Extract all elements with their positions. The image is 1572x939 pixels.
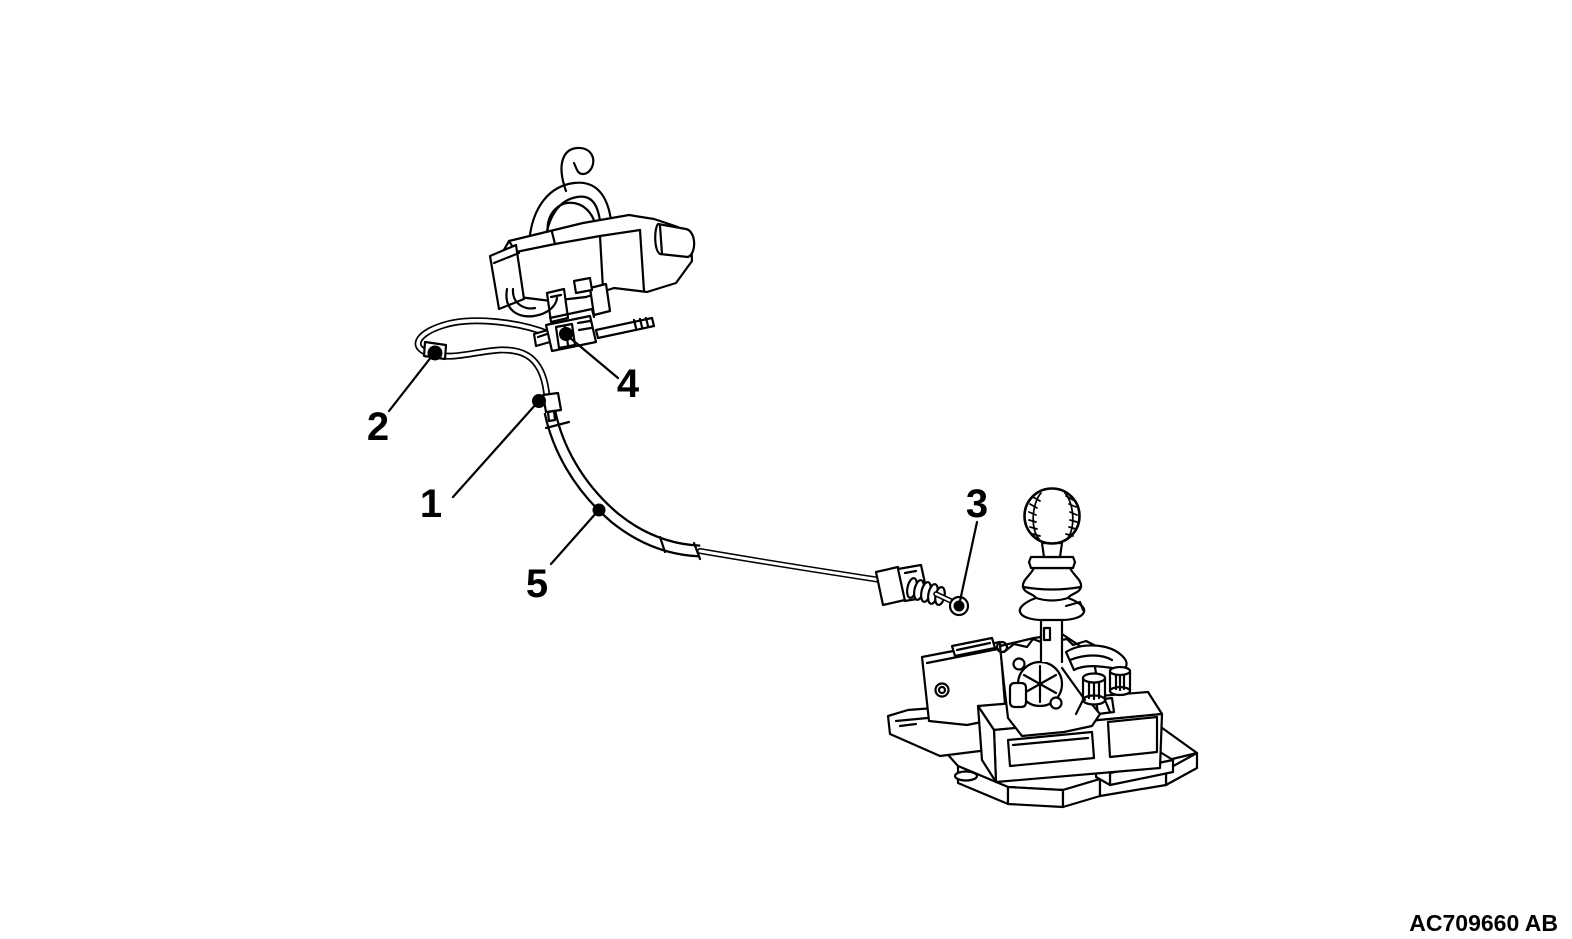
- shift-knob: [1023, 487, 1081, 545]
- lock-clamp-band-inner: [542, 195, 603, 249]
- shift-lever-boot: [1018, 541, 1086, 622]
- cable-end-fitting: [874, 563, 970, 617]
- callouts: 1 2 3 4 5: [367, 327, 988, 612]
- callout-4-dot: [559, 327, 573, 341]
- shifter-cable-bushings: [1060, 665, 1132, 716]
- callout-3-dot: [953, 600, 965, 612]
- callout-1-label: 1: [420, 482, 442, 526]
- callout-3-label: 3: [966, 482, 988, 526]
- callout-4: 4: [559, 327, 640, 406]
- shift-lever-assembly: [886, 487, 1199, 809]
- callout-5: 5: [526, 503, 606, 606]
- key-interlock-cable: [418, 307, 970, 617]
- cable-end-spring: [906, 577, 946, 606]
- figure-reference-code: AC709660 AB: [1409, 910, 1558, 936]
- lock-clamp-band: [527, 181, 614, 245]
- knob-stitching: [1028, 492, 1078, 540]
- lock-ignition-cylinder: [654, 222, 696, 259]
- cable-clamp: [541, 391, 563, 423]
- callout-2-dot: [427, 345, 443, 361]
- callout-4-label: 4: [617, 362, 640, 406]
- callout-1: 1: [420, 394, 546, 526]
- callout-1-dot: [532, 394, 546, 408]
- callout-2: 2: [367, 345, 443, 449]
- callout-5-leader: [549, 510, 599, 566]
- callout-5-dot: [592, 503, 606, 517]
- callout-3: 3: [953, 482, 988, 612]
- callout-1-leader: [451, 401, 539, 499]
- shift-lever-shaft: [1039, 616, 1064, 664]
- steering-lock-assembly: [488, 146, 696, 324]
- shifter-mechanism: [995, 629, 1132, 738]
- shifter-side-plate: [920, 636, 1008, 727]
- callout-2-label: 2: [367, 405, 389, 449]
- shifter-select-arm: [1064, 644, 1128, 672]
- lock-key-hook: [560, 146, 595, 193]
- callout-5-label: 5: [526, 562, 548, 606]
- callout-4-leader: [567, 335, 620, 380]
- callout-3-leader: [958, 520, 979, 603]
- callout-2-leader: [387, 354, 434, 413]
- lock-bottom-bracket: [505, 287, 559, 318]
- cable-adjuster-connector: [532, 307, 656, 353]
